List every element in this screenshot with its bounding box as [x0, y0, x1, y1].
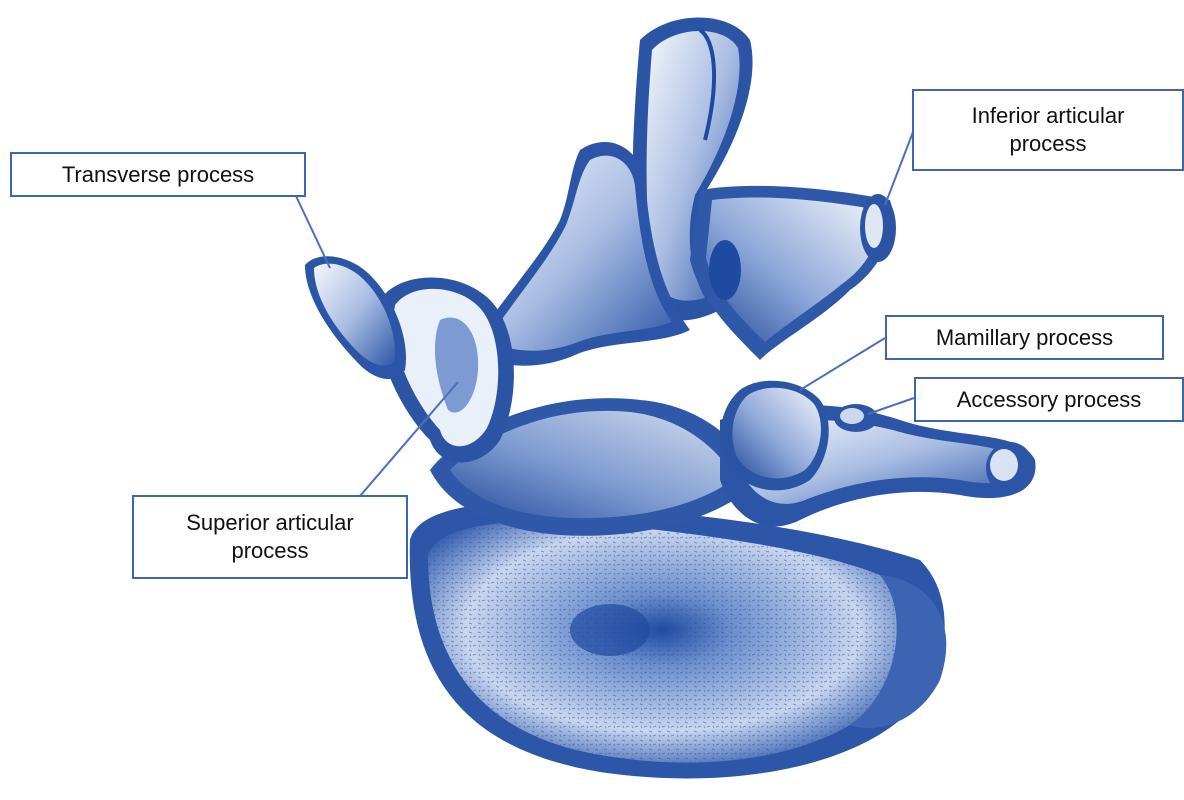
- label-superior-line2: process: [186, 537, 354, 565]
- leader-transverse: [296, 196, 330, 268]
- label-superior-articular-process: Superior articular process: [132, 495, 408, 579]
- label-transverse-text: Transverse process: [62, 161, 254, 189]
- vertebral-body: [410, 502, 947, 778]
- label-accessory-process: Accessory process: [914, 377, 1184, 422]
- label-inferior-line1: Inferior articular: [972, 102, 1125, 130]
- label-mamillary-text: Mamillary process: [936, 324, 1113, 352]
- label-inferior-line2: process: [972, 130, 1125, 158]
- left-transverse-process: [305, 256, 406, 379]
- leader-inferior: [885, 132, 913, 205]
- label-superior-line1: Superior articular: [186, 509, 354, 537]
- leader-accessory: [868, 398, 914, 414]
- label-mamillary-process: Mamillary process: [885, 315, 1164, 360]
- label-inferior-articular-process: Inferior articular process: [912, 89, 1184, 171]
- label-transverse-process: Transverse process: [10, 152, 306, 197]
- label-accessory-text: Accessory process: [957, 386, 1142, 414]
- leader-mamillary: [800, 338, 885, 390]
